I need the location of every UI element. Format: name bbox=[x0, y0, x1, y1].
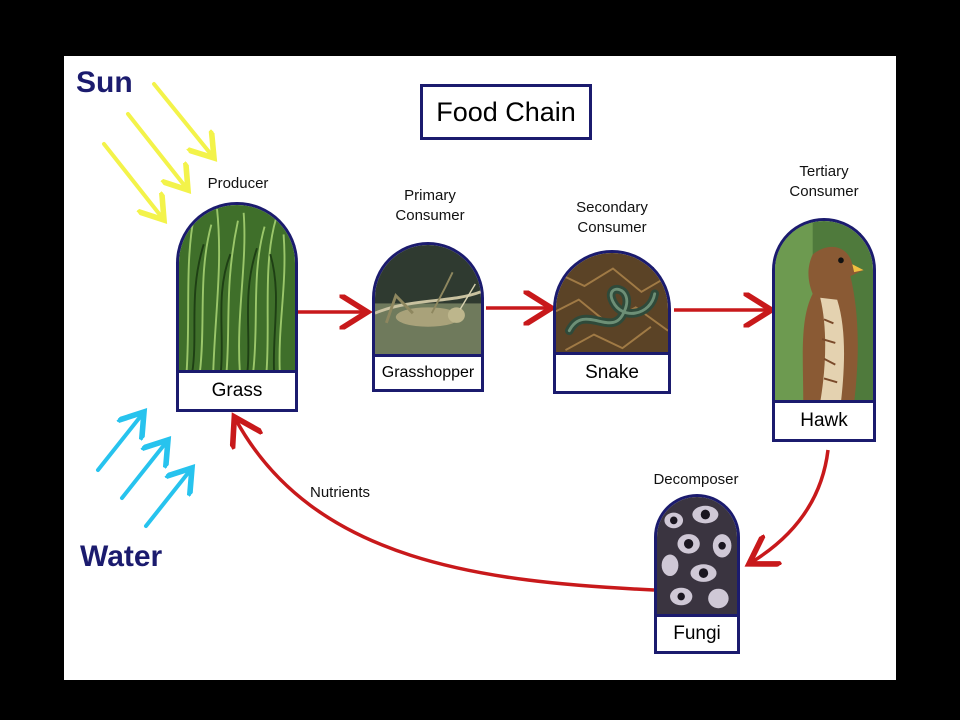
arrow-hawk-to-fungi bbox=[752, 449, 830, 562]
role-label-secondary-consumer: Secondary Consumer bbox=[576, 199, 648, 236]
role-label-producer: Producer bbox=[207, 175, 269, 192]
name-box-snake: Snake bbox=[553, 352, 671, 394]
organism-hawk: Hawk bbox=[772, 218, 876, 442]
organism-grasshopper: Grasshopper bbox=[372, 242, 484, 392]
grasshopper-photo-icon bbox=[372, 242, 484, 356]
name-box-hawk: Hawk bbox=[772, 400, 876, 442]
arrows-layer bbox=[96, 82, 830, 592]
role-label-decomposer: Decomposer bbox=[653, 471, 739, 488]
water-arrows-icon bbox=[96, 412, 192, 528]
name-box-fungi: Fungi bbox=[654, 614, 740, 654]
organism-snake: Snake bbox=[553, 250, 671, 394]
snake-photo-icon bbox=[553, 250, 671, 354]
organism-grass: Grass bbox=[176, 202, 298, 412]
organism-fungi: Fungi bbox=[654, 494, 740, 654]
grass-photo-icon bbox=[176, 202, 298, 372]
sun-label: Sun bbox=[76, 66, 133, 99]
role-label-tertiary-consumer: Tertiary Consumer bbox=[789, 163, 859, 200]
title-box: Food Chain bbox=[420, 84, 592, 140]
diagram-title: Food Chain bbox=[436, 96, 576, 127]
name-box-grass: Grass bbox=[176, 370, 298, 412]
sun-rays-icon bbox=[102, 82, 214, 220]
role-label-primary-consumer: Primary Consumer bbox=[395, 187, 465, 224]
water-label: Water bbox=[80, 540, 163, 573]
fungi-photo-icon bbox=[654, 494, 740, 616]
hawk-photo-icon bbox=[772, 218, 876, 402]
name-box-grasshopper: Grasshopper bbox=[372, 354, 484, 392]
diagram-canvas: Sun Water Food Chain Producer bbox=[64, 56, 896, 680]
nutrients-label: Nutrients bbox=[310, 484, 371, 501]
arrow-fungi-to-grass bbox=[236, 420, 655, 592]
